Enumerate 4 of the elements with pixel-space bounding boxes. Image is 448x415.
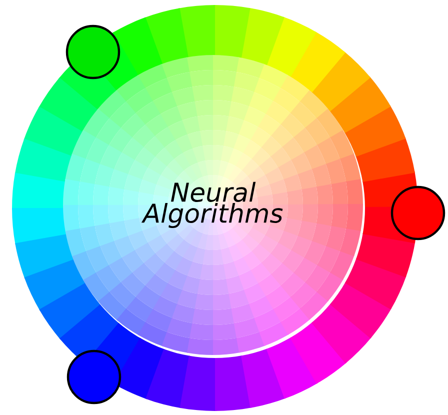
circle-marker: [66, 350, 122, 404]
circle-marker: [66, 24, 120, 80]
circle-marker: [390, 186, 446, 240]
title-text: Neural Algorithms: [141, 182, 283, 228]
